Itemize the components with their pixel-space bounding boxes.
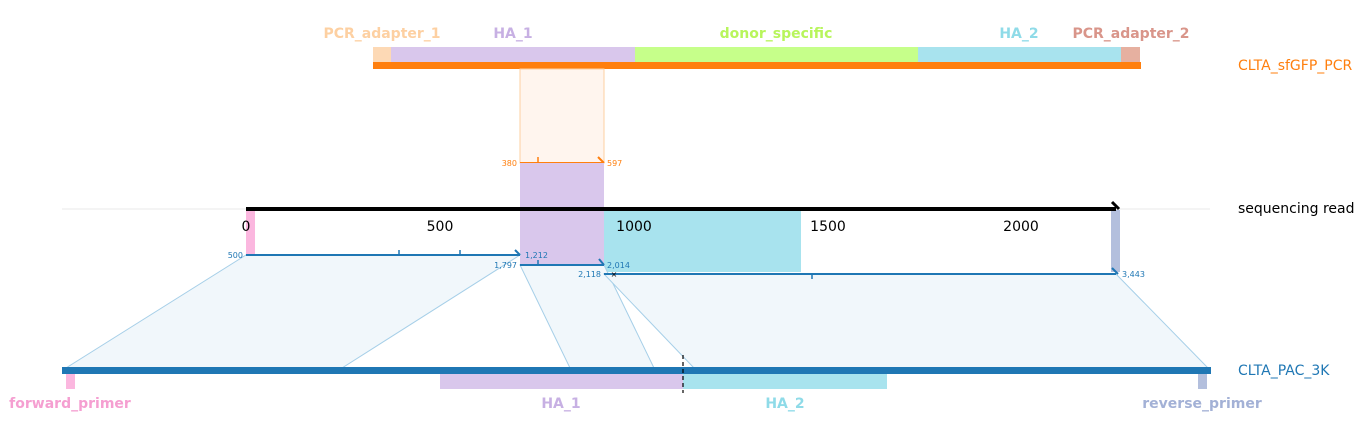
top-feature-donor-specific-block bbox=[635, 47, 918, 64]
read-ha-2-block bbox=[604, 210, 801, 272]
top-feature-pcr-adapter-1-block bbox=[373, 47, 391, 64]
read-axis-tick-2000: 2000 bbox=[1003, 219, 1039, 235]
top-alignment-end-label: 597 bbox=[607, 159, 622, 168]
read-axis-tick-500: 500 bbox=[427, 219, 454, 235]
read-axis-tick-1000: 1000 bbox=[616, 219, 652, 235]
top-feature-ha-2-block bbox=[918, 47, 1121, 64]
bottom-reference: forward_primer HA_1 HA_2 reverse_primer … bbox=[9, 355, 1330, 412]
top-reference: PCR_adapter_1 HA_1 donor_specific HA_2 P… bbox=[323, 26, 1352, 74]
top-feature-pcr-adapter-1-label: PCR_adapter_1 bbox=[323, 26, 440, 42]
bottom-reference-bar bbox=[62, 367, 1211, 374]
bottom-alignment-1-arrowhead bbox=[514, 249, 521, 256]
top-feature-ha-2-label: HA_2 bbox=[999, 26, 1038, 42]
read-forward-primer-block bbox=[246, 210, 255, 254]
bottom-alignment-3-arrowhead bbox=[1111, 267, 1119, 275]
bottom-alignment-2-arrowhead bbox=[598, 258, 605, 266]
bottom-alignment-1-shade bbox=[64, 254, 522, 369]
read-ha-1-block bbox=[520, 163, 604, 265]
bottom-alignment-3-start-label: 2,118 bbox=[578, 270, 601, 279]
sequencing-read: 0 500 1000 1500 2000 sequencing read bbox=[62, 163, 1354, 272]
bottom-feature-ha-2-label: HA_2 bbox=[765, 396, 804, 412]
top-feature-donor-specific-label: donor_specific bbox=[720, 26, 833, 42]
top-feature-ha-1-label: HA_1 bbox=[493, 26, 532, 42]
top-feature-pcr-adapter-2-block bbox=[1121, 47, 1140, 64]
bottom-feature-ha-2-block bbox=[683, 374, 887, 389]
bottom-feature-forward-primer-label: forward_primer bbox=[9, 396, 131, 412]
top-feature-ha-1-block bbox=[391, 47, 635, 64]
read-track-name: sequencing read bbox=[1238, 201, 1354, 217]
top-alignment-start-label: 380 bbox=[502, 159, 517, 168]
bottom-alignment-1-start-label: 500 bbox=[228, 251, 243, 260]
top-feature-pcr-adapter-2-label: PCR_adapter_2 bbox=[1072, 26, 1189, 42]
bottom-alignment-3-shade bbox=[602, 273, 1210, 369]
top-alignment-arrowhead bbox=[597, 156, 605, 164]
read-axis-arrowhead bbox=[1110, 200, 1121, 211]
bottom-feature-reverse-primer-block bbox=[1198, 374, 1207, 389]
bottom-alignment-3-end-label: 3,443 bbox=[1122, 270, 1145, 279]
bottom-alignment-3-mismatch-mark: × bbox=[611, 270, 618, 279]
top-alignment: 380 597 bbox=[502, 68, 622, 168]
read-reverse-primer-block bbox=[1111, 210, 1120, 272]
top-alignment-shade bbox=[519, 68, 605, 164]
bottom-track-name: CLTA_PAC_3K bbox=[1238, 363, 1330, 379]
bottom-feature-forward-primer-block bbox=[66, 374, 75, 389]
read-axis-tick-0: 0 bbox=[242, 219, 251, 235]
bottom-feature-ha-1-label: HA_1 bbox=[541, 396, 580, 412]
top-track-name: CLTA_sfGFP_PCR bbox=[1238, 58, 1352, 74]
bottom-alignment-2-end-label: 2,014 bbox=[607, 261, 630, 270]
bottom-feature-ha-1-block bbox=[440, 374, 683, 389]
top-reference-bar bbox=[373, 62, 1141, 69]
bottom-alignment-2-start-label: 1,797 bbox=[494, 261, 517, 270]
read-axis-tick-1500: 1500 bbox=[810, 219, 846, 235]
bottom-alignment-1-end-label: 1,212 bbox=[525, 251, 548, 260]
bottom-alignment-lines: 500 1,212 1,797 2,014 × 2,118 3,443 bbox=[228, 249, 1145, 279]
bottom-feature-reverse-primer-label: reverse_primer bbox=[1142, 396, 1262, 412]
